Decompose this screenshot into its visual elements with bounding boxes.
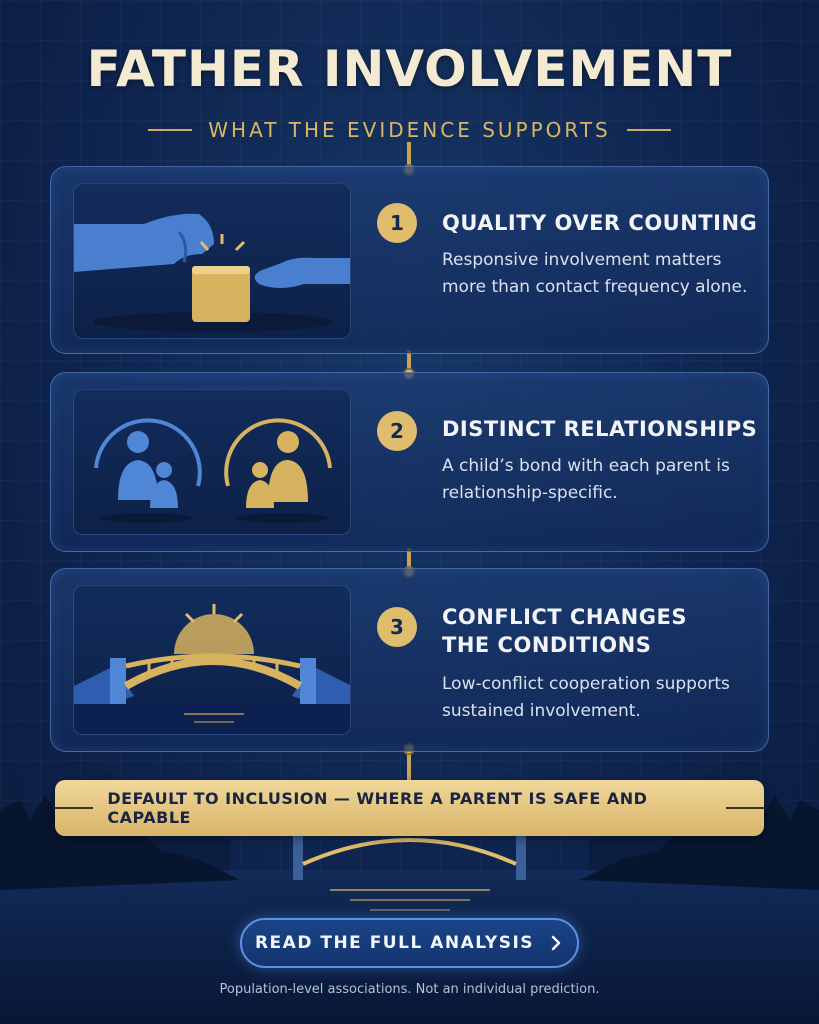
evidence-card-1: 1 QUALITY OVER COUNTING Responsive invol…: [50, 166, 769, 354]
card-description: Responsive involvement matters more than…: [442, 250, 748, 297]
landscape-illustration: [0, 795, 819, 1024]
footnote: Population-level associations. Not an in…: [219, 982, 600, 997]
subtitle-row: WHAT THE EVIDENCE SUPPORTS: [0, 118, 819, 142]
hands-passing-block-icon: [73, 183, 351, 339]
cta-label: READ THE FULL ANALYSIS: [254, 933, 535, 953]
parent-child-pair-icon: [73, 389, 351, 535]
card-description: A child’s bond with each parent is relat…: [442, 456, 730, 503]
timeline-connector: [407, 350, 411, 376]
step-number-badge: 1: [377, 203, 417, 243]
step-number-badge: 3: [377, 607, 417, 647]
banner-text: DEFAULT TO INCLUSION — WHERE A PARENT IS…: [107, 789, 648, 827]
page-subtitle: WHAT THE EVIDENCE SUPPORTS: [208, 118, 611, 142]
page-title: FATHER INVOLVEMENT: [86, 40, 733, 98]
timeline-connector: [407, 548, 411, 572]
banner-divider-left: [55, 807, 94, 809]
subtitle-divider-left: [148, 129, 193, 131]
subtitle-divider-right: [626, 129, 671, 131]
card-title-line-2: THE CONDITIONS: [442, 633, 652, 657]
card-description: Low-conflict cooperation supports sustai…: [442, 674, 730, 721]
card-title: QUALITY OVER COUNTING: [442, 211, 758, 235]
bridge-sunrise-icon: [73, 585, 351, 735]
read-full-analysis-button[interactable]: READ THE FULL ANALYSIS: [240, 918, 579, 968]
evidence-card-3: 3 CONFLICT CHANGES THE CONDITIONS Low-co…: [50, 568, 769, 752]
timeline-connector: [407, 745, 411, 781]
step-number-badge: 2: [377, 411, 417, 451]
timeline-connector: [407, 142, 411, 166]
chevron-right-icon: [551, 935, 561, 951]
card-title-line-1: CONFLICT CHANGES: [442, 605, 687, 629]
banner-divider-right: [725, 807, 764, 809]
inclusion-banner: DEFAULT TO INCLUSION — WHERE A PARENT IS…: [55, 780, 764, 836]
card-title: DISTINCT RELATIONSHIPS: [442, 417, 758, 441]
evidence-card-2: 2 DISTINCT RELATIONSHIPS A child’s bond …: [50, 372, 769, 552]
